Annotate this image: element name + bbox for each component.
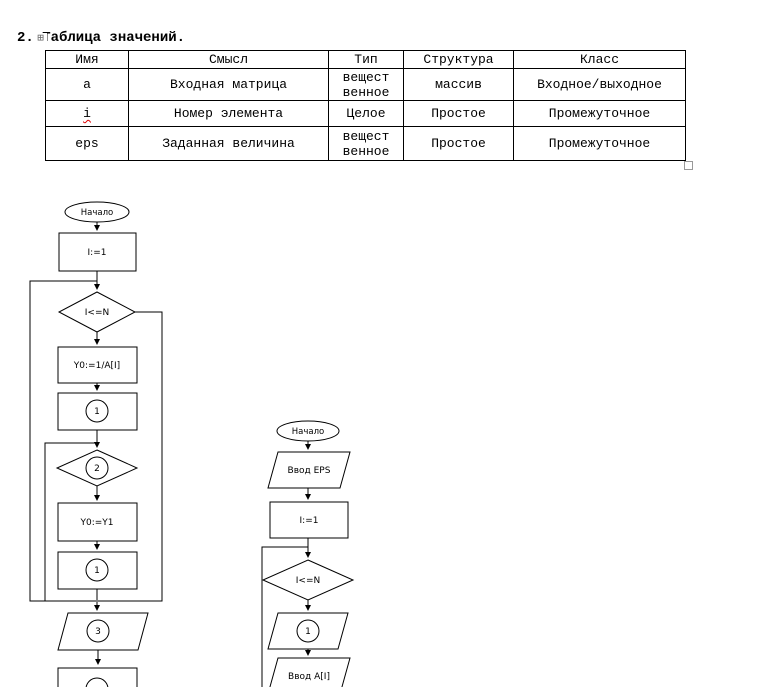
table-cell[interactable]: Целое xyxy=(328,100,404,127)
table-header-cell[interactable]: Структура xyxy=(403,50,514,69)
table-cell[interactable]: a xyxy=(45,68,129,101)
partial-bottom-block xyxy=(57,667,138,687)
table-cell[interactable]: Простое xyxy=(403,126,514,161)
io-label: Ввод EPS xyxy=(288,466,331,476)
table-cell[interactable]: Заданная величина xyxy=(128,126,329,161)
connector-label: 1 xyxy=(305,627,311,637)
terminator-oval[interactable] xyxy=(64,201,130,223)
connector-1b-block: 1 xyxy=(57,551,138,590)
table-row: a Входная матрица вещест венное массив В… xyxy=(45,68,686,101)
table-cell[interactable]: i xyxy=(45,100,129,127)
table-resize-handle[interactable] xyxy=(684,161,693,170)
io-label: Ввод A[I] xyxy=(288,672,330,682)
connector-label: 1 xyxy=(94,407,100,417)
terminator-oval[interactable] xyxy=(276,420,340,442)
io-input-a: Ввод A[I] xyxy=(268,657,351,687)
table-header-cell[interactable]: Смысл xyxy=(128,50,329,69)
table-cell[interactable]: Входное/выходное xyxy=(513,68,686,101)
connector-circle[interactable] xyxy=(86,619,110,643)
io-input-eps: Ввод EPS xyxy=(267,451,351,489)
connector-circle[interactable] xyxy=(85,399,109,423)
values-table: Имя Смысл Тип Структура Класс a Входная … xyxy=(45,50,686,161)
table-cell[interactable]: Промежуточное xyxy=(513,100,686,127)
section-heading[interactable]: 2. Таблица значений. xyxy=(17,30,186,46)
loop-line-outer xyxy=(29,280,97,602)
decision-2-block: 2 xyxy=(55,449,139,487)
io-parallelogram[interactable] xyxy=(267,451,351,489)
process-box[interactable] xyxy=(269,501,349,539)
decision-loop: I<=N xyxy=(261,559,355,601)
decision-loop: I<=N xyxy=(57,291,137,333)
connector-circle[interactable] xyxy=(85,677,109,687)
connector-label: 2 xyxy=(94,464,100,474)
table-cell[interactable]: Промежуточное xyxy=(513,126,686,161)
table-cell[interactable]: вещест венное xyxy=(328,68,404,101)
flowchart-left: Начало I:=1 I<=N Y0:=1/A[I] 1 2 Y0:=Y1 xyxy=(29,201,163,687)
table-header-cell[interactable]: Тип xyxy=(328,50,404,69)
process-label: I:=1 xyxy=(300,516,319,526)
connector-1-block: 1 xyxy=(57,392,138,431)
decision-label: I<=N xyxy=(296,576,320,586)
table-header-row: Имя Смысл Тип Структура Класс xyxy=(45,50,686,69)
connector-label: 3 xyxy=(95,627,101,637)
connector-circle[interactable] xyxy=(296,619,320,643)
table-header-cell[interactable]: Имя xyxy=(45,50,129,69)
io-parallelogram[interactable] xyxy=(268,657,351,687)
decision-label: I<=N xyxy=(85,308,109,318)
process-init: I:=1 xyxy=(58,232,137,272)
process-assign: Y0:=Y1 xyxy=(57,502,138,542)
table-row: i Номер элемента Целое Простое Промежуто… xyxy=(45,100,686,127)
table-row: eps Заданная величина вещест венное Прос… xyxy=(45,126,686,161)
process-label: Y0:=1/A[I] xyxy=(73,361,120,371)
loop-line-inner xyxy=(44,442,97,602)
process-box[interactable] xyxy=(58,232,137,272)
start-terminator: Начало xyxy=(64,201,130,223)
process-box[interactable] xyxy=(57,502,138,542)
process-box[interactable] xyxy=(57,346,138,384)
table-move-handle-icon[interactable]: ⊞ xyxy=(34,33,47,46)
terminator-label: Начало xyxy=(81,208,113,218)
decision-diamond[interactable] xyxy=(57,291,137,333)
process-init: I:=1 xyxy=(269,501,349,539)
table-cell[interactable]: Номер элемента xyxy=(128,100,329,127)
connector-label: 1 xyxy=(94,566,100,576)
io-connector-3-block: 3 xyxy=(57,612,149,651)
table-cell[interactable]: eps xyxy=(45,126,129,161)
table-cell[interactable]: Простое xyxy=(403,100,514,127)
process-label: Y0:=Y1 xyxy=(79,518,113,528)
table-header-cell[interactable]: Класс xyxy=(513,50,686,69)
connector-circle[interactable] xyxy=(85,456,109,480)
loop-line-left xyxy=(261,546,308,687)
io-connector-1-block: 1 xyxy=(267,612,349,650)
start-terminator: Начало xyxy=(276,420,340,442)
loop-line-right xyxy=(98,311,163,602)
table-cell[interactable]: вещест венное xyxy=(328,126,404,161)
connector-circle[interactable] xyxy=(85,558,109,582)
table-cell[interactable]: массив xyxy=(403,68,514,101)
terminator-label: Начало xyxy=(292,427,324,437)
flowchart-right: Начало Ввод EPS I:=1 I<=N 1 Ввод A[I] xyxy=(261,420,355,687)
process-label: I:=1 xyxy=(88,248,107,258)
decision-diamond[interactable] xyxy=(261,559,355,601)
process-calc: Y0:=1/A[I] xyxy=(57,346,138,384)
table-cell[interactable]: Входная матрица xyxy=(128,68,329,101)
